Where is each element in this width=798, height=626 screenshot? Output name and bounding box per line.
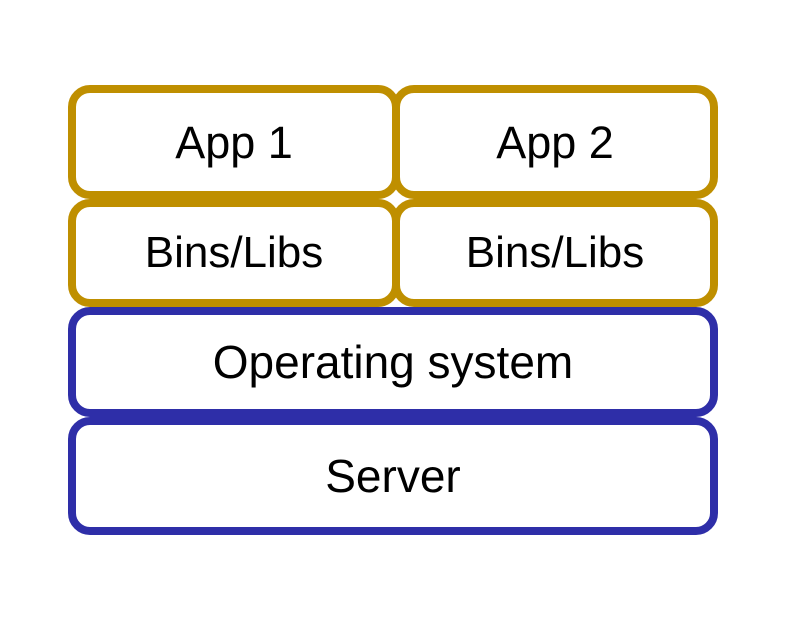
box-bins-libs-2-label: Bins/Libs — [465, 228, 645, 277]
box-server[interactable]: Server — [68, 417, 718, 535]
box-operating-system[interactable]: Operating system — [68, 307, 718, 417]
box-bins-libs-1[interactable]: Bins/Libs — [68, 199, 400, 307]
box-app-2[interactable]: App 2 — [392, 85, 718, 199]
box-app-1-label: App 1 — [175, 116, 293, 168]
box-server-label: Server — [325, 450, 461, 502]
box-app-1[interactable]: App 1 — [68, 85, 400, 199]
box-operating-system-label: Operating system — [212, 336, 574, 388]
box-bins-libs-2[interactable]: Bins/Libs — [392, 199, 718, 307]
box-bins-libs-1-label: Bins/Libs — [144, 228, 324, 277]
box-app-2-label: App 2 — [496, 116, 614, 168]
